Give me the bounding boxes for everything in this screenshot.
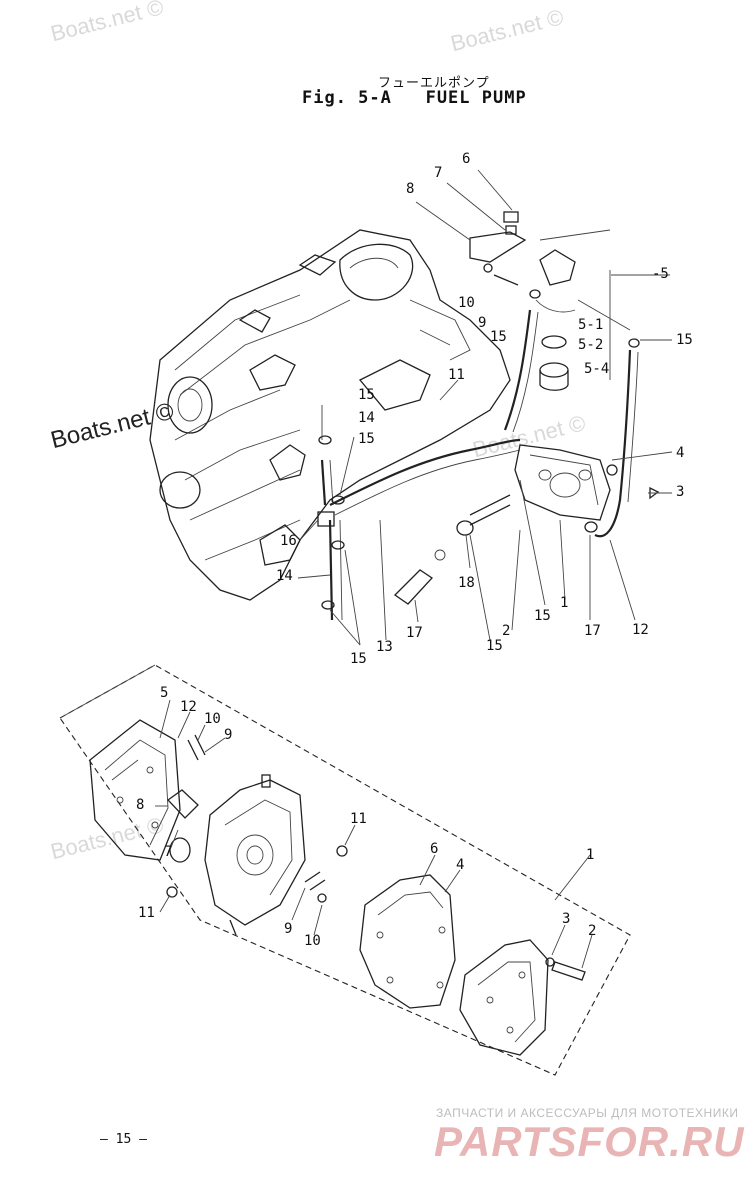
page-number: — 15 — — [100, 1132, 147, 1147]
pump-cover — [89, 719, 181, 861]
callout: 15 — [358, 431, 375, 447]
callout: 9 — [284, 921, 293, 937]
callout: 2 — [588, 923, 597, 939]
callout: 9 — [224, 727, 233, 743]
callout: 14 — [276, 568, 293, 584]
pump-body — [204, 774, 306, 936]
title-japanese: フューエルポンプ — [378, 76, 490, 91]
callout: 16 — [280, 533, 297, 549]
callout: 1 — [586, 847, 595, 863]
callout: 17 — [584, 623, 601, 639]
callout: 4 — [456, 857, 465, 873]
callout: 13 — [376, 639, 393, 655]
callout: 12 — [180, 699, 197, 715]
callout: 8 — [406, 181, 415, 197]
callout: -5 — [652, 266, 669, 282]
callout: 15 — [350, 651, 367, 667]
callout: 15 — [486, 638, 503, 654]
callout: 6 — [430, 841, 439, 857]
callout: 5 — [160, 685, 169, 701]
callout: 14 — [358, 410, 375, 426]
diaphragm — [359, 874, 456, 1009]
callout: 15 — [490, 329, 507, 345]
callout: 2 — [502, 623, 511, 639]
callout: 7 — [164, 844, 173, 860]
exploded-box — [59, 664, 631, 1076]
callout: 4 — [676, 445, 685, 461]
clamps-upper — [317, 289, 640, 610]
pump-base — [459, 939, 586, 1056]
leader-lines-upper — [297, 169, 673, 646]
callout: 8 — [136, 797, 145, 813]
callout: 5-4 — [584, 361, 610, 377]
fuel-filter — [469, 211, 611, 391]
leader-lines-lower — [155, 699, 593, 969]
fuel-hoses — [320, 309, 639, 621]
callout: 11 — [448, 367, 465, 383]
callout: 12 — [632, 622, 649, 638]
callout: 5-2 — [578, 337, 604, 353]
brand-tagline: ЗАПЧАСТИ И АКСЕССУАРЫ ДЛЯ МОТОТЕХНИКИ — [436, 1106, 739, 1120]
callout: 18 — [458, 575, 475, 591]
callout: 10 — [204, 711, 221, 727]
callout: 11 — [350, 811, 367, 827]
brand-logo: PARTSFOR.RU — [434, 1118, 745, 1165]
callout: 5-1 — [578, 317, 604, 333]
callout: 10 — [458, 295, 475, 311]
callout: 9 — [478, 315, 487, 331]
callout: 15 — [358, 387, 375, 403]
callout: 6 — [462, 151, 471, 167]
callout: 17 — [406, 625, 423, 641]
callout: 1 — [560, 595, 569, 611]
callout: 11 — [138, 905, 155, 921]
small-parts-lower — [166, 734, 348, 903]
callout: 15 — [534, 608, 551, 624]
callout: 15 — [676, 332, 693, 348]
callout: 7 — [434, 165, 443, 181]
callout: 3 — [676, 484, 685, 500]
engine-block — [149, 229, 511, 601]
callout: 10 — [304, 933, 321, 949]
callout: 3 — [562, 911, 571, 927]
page-title: Fig. 5-A FUEL PUMP — [302, 88, 527, 108]
fuel-pump-upper — [393, 444, 660, 605]
